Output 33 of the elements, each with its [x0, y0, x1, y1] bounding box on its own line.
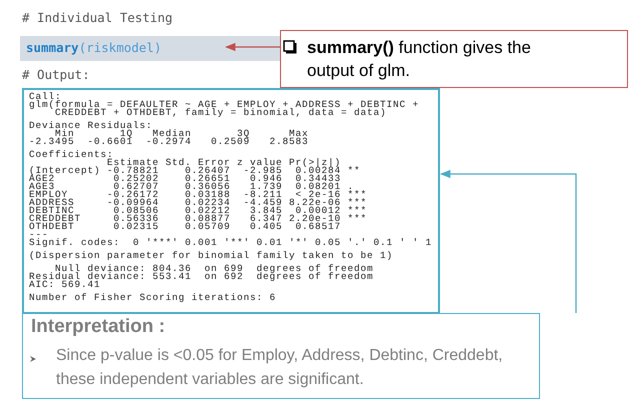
output-line: CREDDEBT 0.56336 0.08877 6.347 2.20e-10 ***	[29, 215, 368, 223]
bullet-text: Since p-value is <0.05 for Employ, Address, Debtinc, Creddebt, these independent variables are significant.	[56, 346, 504, 390]
output-line: Coefficients:	[29, 151, 114, 159]
output-line: Residual deviance: 553.41 on 692 degrees of freedom	[29, 273, 374, 281]
output-line: CREDDEBT + OTHDEBT, family = binomial, data = data)	[55, 109, 387, 117]
output-line: AIC: 569.41	[29, 281, 101, 289]
code-comment: # Output:	[22, 67, 90, 82]
code-comment: # Individual Testing	[22, 10, 173, 25]
section-heading: Interpretation :	[31, 316, 166, 338]
output-line: DEBTINC 0.08506 0.02212 3.845 0.00012 ***	[29, 207, 368, 215]
interpretation-panel	[22, 313, 540, 399]
output-line: Signif. codes: 0 '***' 0.001 '**' 0.01 '*' 0.05 '.' 0.1 ' ' 1	[29, 239, 432, 247]
output-line: (Intercept) -0.78821 0.26407 -2.985 0.00284 **	[29, 167, 361, 175]
output-line: AGE3 0.62707 0.36056 1.739 0.08201 .	[29, 183, 354, 191]
output-line: Call:	[29, 93, 62, 101]
output-panel	[22, 88, 440, 314]
callout-text: summary() function gives the output of glm.	[307, 37, 532, 82]
output-line: (Dispersion parameter for binomial family taken to be 1)	[29, 252, 394, 260]
output-line: -2.3495 -0.6601 -0.2974 0.2509 2.8583	[29, 138, 309, 146]
output-line: Deviance Residuals:	[29, 122, 153, 130]
output-line: Min 1Q Median 3Q Max	[55, 130, 309, 138]
arrow	[440, 170, 577, 313]
output-line: glm(formula = DEFAULTER ~ AGE + EMPLOY + ADDRESS + DEBTINC +	[29, 101, 420, 109]
output-line: ADDRESS -0.09964 0.02234 -4.459 8.22e-06 ***	[29, 199, 368, 207]
output-line: Number of Fisher Scoring iterations: 6	[29, 294, 276, 302]
output-line: AGE2 0.25202 0.26651 0.946 0.34433	[29, 175, 342, 183]
output-line: ---	[29, 231, 49, 239]
callout-box	[280, 30, 628, 88]
output-line: EMPLOY -0.26172 0.03188 -8.211 < 2e-16 ***	[29, 191, 368, 199]
output-line: OTHDEBT 0.02315 0.05709 0.405 0.68517	[29, 223, 342, 231]
output-line: Null deviance: 804.36 on 699 degrees of freedom	[55, 265, 374, 273]
output-line: Estimate Std. Error z value Pr(>|z|)	[107, 159, 342, 167]
arrow	[224, 42, 280, 52]
